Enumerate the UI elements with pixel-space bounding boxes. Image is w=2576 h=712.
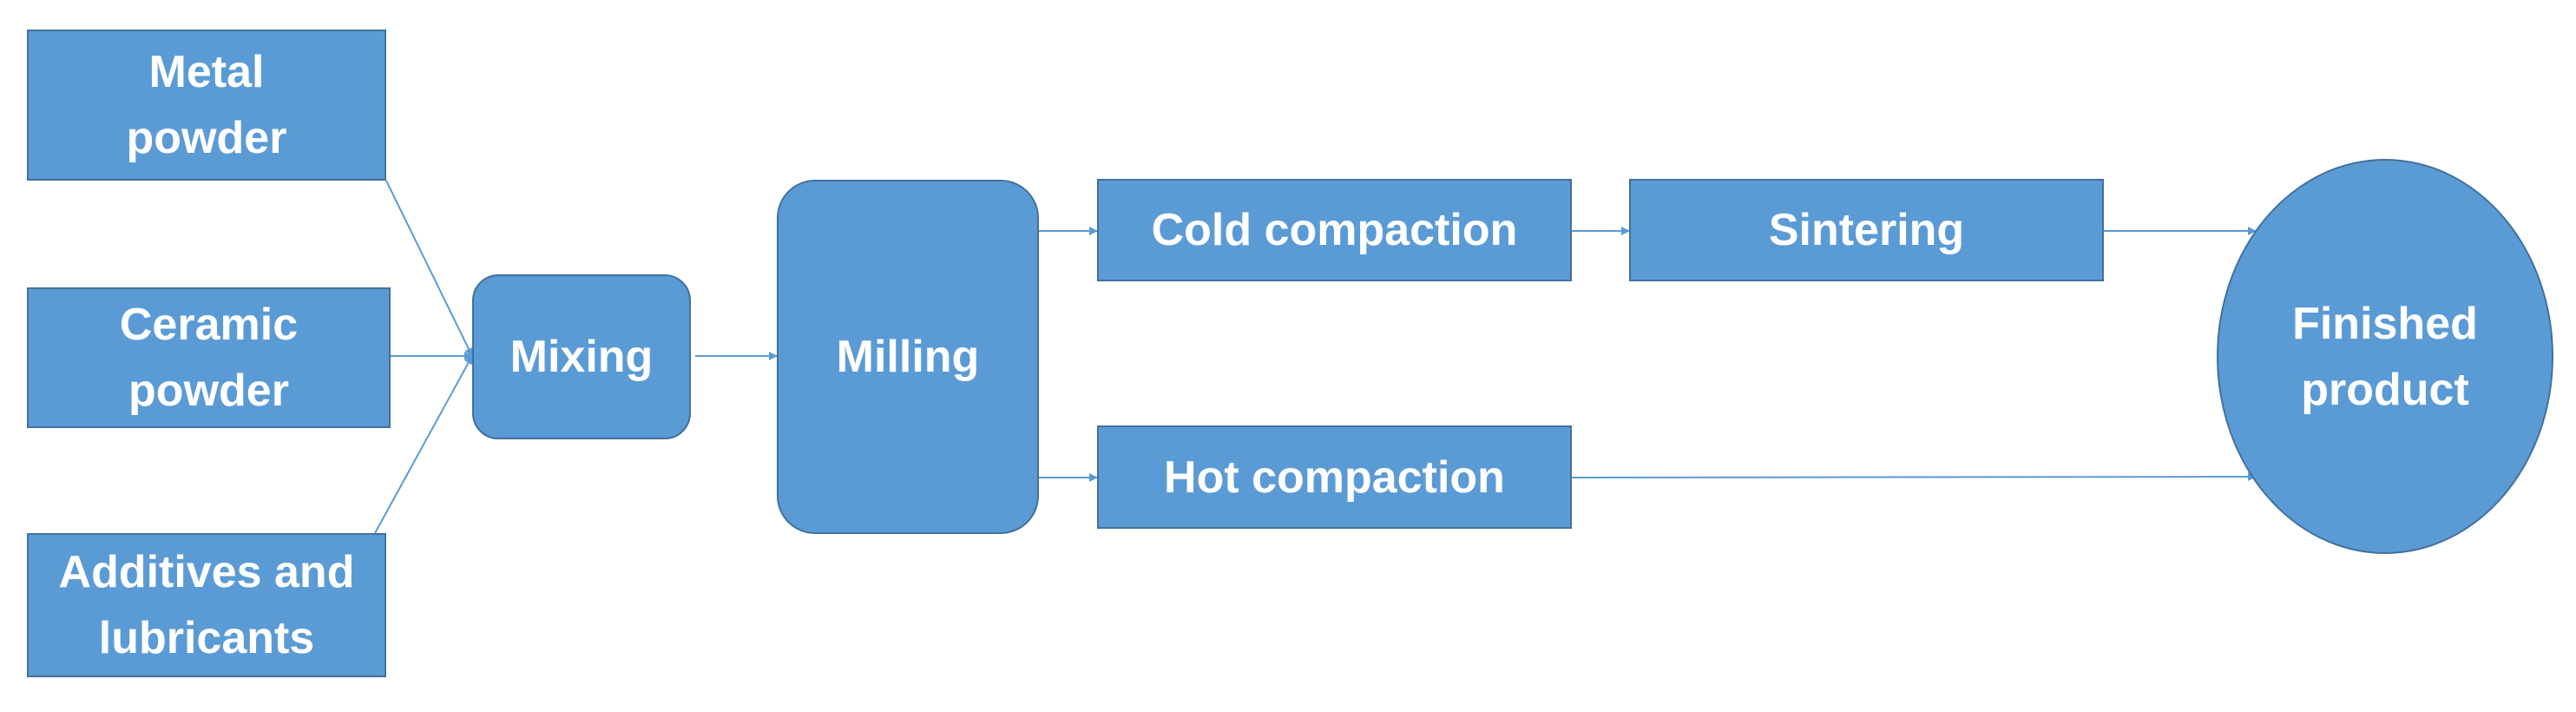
cold-compaction-node: Cold compaction — [1097, 179, 1572, 281]
metal-powder-label-line-2: powder — [126, 113, 287, 163]
sintering-label: Sintering — [1768, 205, 1965, 255]
mixing-node: Mixing — [472, 274, 691, 439]
sintering-node: Sintering — [1629, 179, 2104, 281]
finished-product-node: Finished product — [2217, 159, 2553, 554]
metal-powder-node: Metal powder — [27, 30, 386, 181]
milling-label: Milling — [836, 332, 980, 382]
finished-product-label-line-2: product — [2301, 364, 2469, 415]
additives-label-line-2: lubricants — [98, 613, 315, 663]
metal-powder-label-line-1: Metal — [148, 47, 265, 97]
ceramic-powder-label-line-2: powder — [128, 366, 289, 416]
edge-hot-to-finished — [1571, 472, 2257, 482]
finished-product-label-line-1: Finished — [2292, 298, 2478, 349]
hot-compaction-node: Hot compaction — [1097, 425, 1572, 529]
edge-metal-to-mixing — [385, 180, 473, 357]
ceramic-powder-node: Ceramic powder — [27, 287, 391, 428]
hot-compaction-label: Hot compaction — [1164, 452, 1505, 503]
additives-label-line-1: Additives and — [58, 547, 355, 597]
mixing-label: Mixing — [509, 332, 654, 382]
edge-additives-to-mixing — [374, 355, 473, 534]
milling-node: Milling — [777, 180, 1039, 534]
cold-compaction-label: Cold compaction — [1151, 205, 1518, 255]
ceramic-powder-label-line-1: Ceramic — [119, 300, 299, 350]
additives-node: Additives and lubricants — [27, 533, 386, 677]
